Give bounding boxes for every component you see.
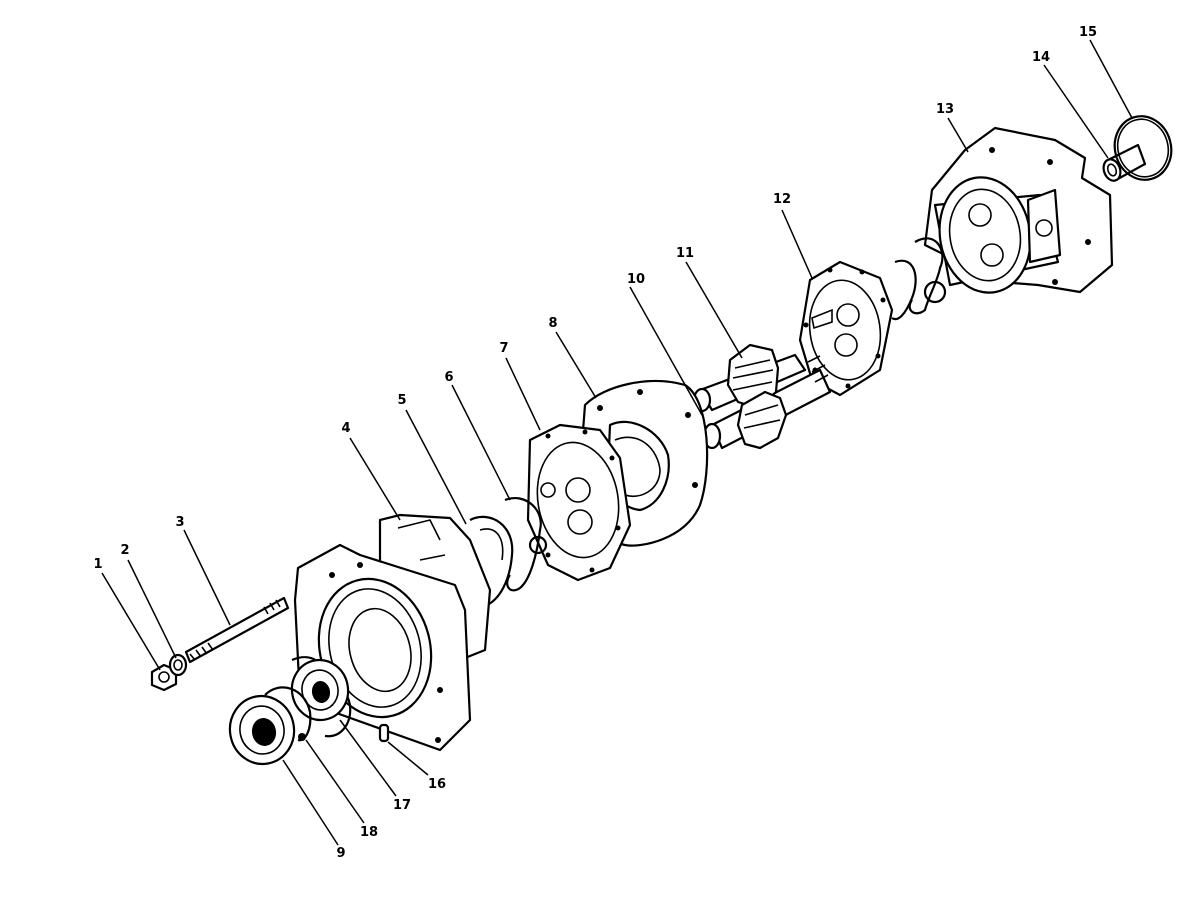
callout-17: 17 xyxy=(393,798,411,813)
callout-12: 12 xyxy=(773,192,791,207)
callout-11: 11 xyxy=(676,246,694,261)
callout-labels: 1 2 3 4 5 6 7 8 9 10 11 12 13 14 15 16 1… xyxy=(93,25,1097,861)
part-18-retaining-ring xyxy=(264,686,312,742)
callout-6: 6 xyxy=(444,370,453,385)
callout-5: 5 xyxy=(397,393,406,408)
callout-10: 10 xyxy=(627,272,645,287)
part-13-rear-housing xyxy=(923,126,1114,294)
callout-14: 14 xyxy=(1032,50,1050,65)
callout-3: 3 xyxy=(175,515,184,530)
part-17-bearing xyxy=(290,658,350,722)
part-15-o-ring xyxy=(1113,115,1173,181)
part-3-stud xyxy=(184,596,290,664)
callout-9: 9 xyxy=(336,846,345,861)
callout-7: 7 xyxy=(499,341,508,356)
part-9-shaft-seal xyxy=(228,694,296,766)
part-1-2-nut-washer xyxy=(150,653,188,692)
part-10-11-gears xyxy=(692,343,832,450)
part-16-dowel-pin xyxy=(378,723,390,743)
callout-4: 4 xyxy=(341,421,350,436)
callout-1: 1 xyxy=(93,557,102,572)
callout-16: 16 xyxy=(428,777,446,792)
part-12-wear-plate xyxy=(798,260,894,397)
part-6-seal xyxy=(504,497,548,592)
part-14-plug xyxy=(1102,143,1147,182)
callout-15: 15 xyxy=(1079,25,1097,40)
callout-2: 2 xyxy=(120,543,129,558)
rear-seal-rings xyxy=(891,237,947,321)
callout-13: 13 xyxy=(936,102,954,117)
callout-8: 8 xyxy=(548,316,557,331)
callout-18: 18 xyxy=(360,825,378,840)
leader-lines xyxy=(101,39,1133,846)
